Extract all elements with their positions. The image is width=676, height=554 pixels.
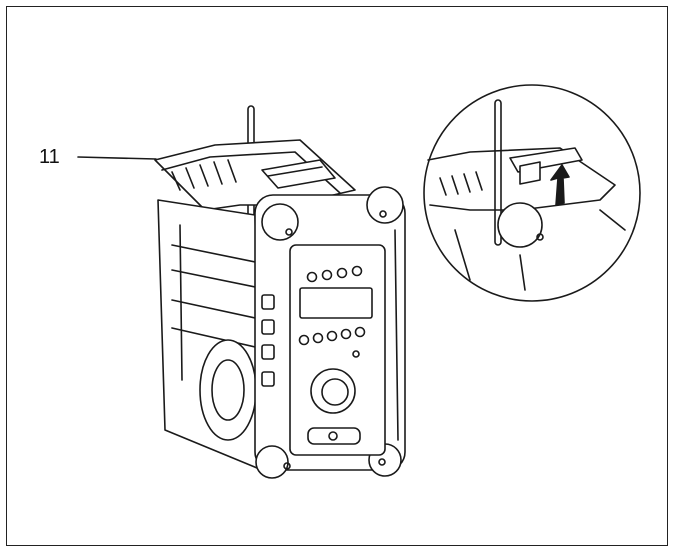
lcd-display [299,287,373,319]
right-rail [394,229,399,441]
job-site-radio [154,105,406,479]
battery-latch [261,159,336,189]
inset-bumper [497,202,543,248]
front-panel [289,244,386,456]
lift-arrow [550,164,570,206]
side-speaker [199,339,257,441]
inset-circle [423,84,641,302]
top-buttons [306,265,363,283]
battery-latch-line [267,166,323,177]
side-latches [261,294,275,387]
aux-port-cover [307,427,361,445]
side-speaker-inner [211,359,245,421]
tuning-knob-inner [321,378,349,406]
inset-antenna [494,99,502,246]
handle-slots [171,159,237,191]
callout-label-11: 11 [39,146,60,168]
bottom-buttons [298,326,366,358]
detail-inset [423,84,641,302]
callout-leader-line [77,156,157,160]
inset-handle [427,147,616,211]
